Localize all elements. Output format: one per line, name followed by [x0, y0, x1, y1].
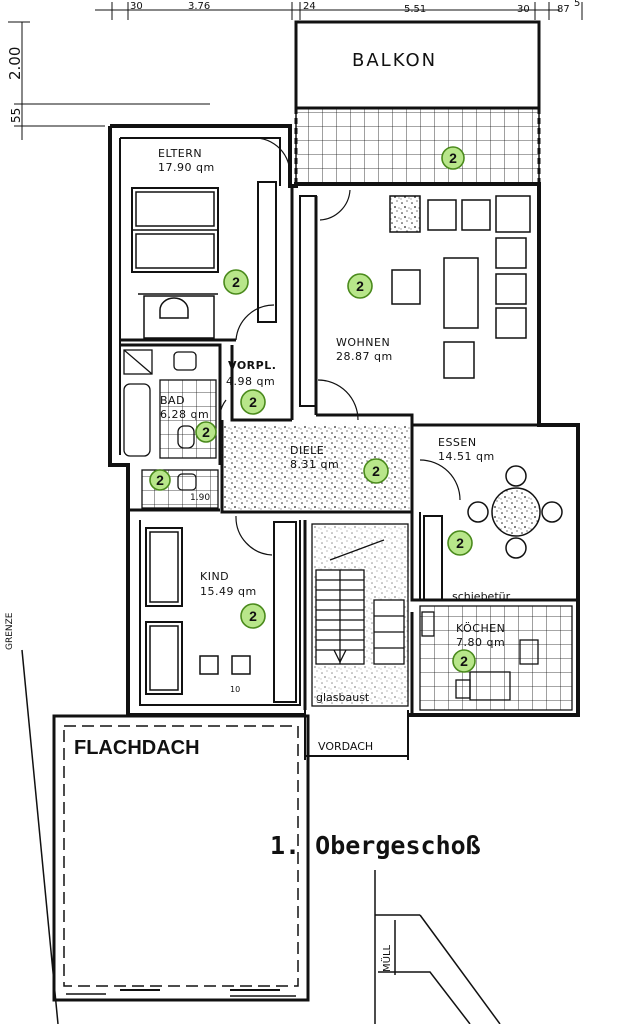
marker-vorpl: 2 — [240, 389, 266, 415]
kochen-area: 7.80 qm — [456, 636, 505, 649]
floor-title: 1. Obergeschoß — [270, 831, 481, 860]
dim-30-right: 30 — [517, 4, 530, 15]
dim-55: 55 — [9, 108, 23, 123]
essen-area: 14.51 qm — [438, 450, 495, 463]
bad-area: 6.28 qm — [160, 408, 209, 421]
marker-diele: 2 — [363, 458, 389, 484]
eltern-furniture — [131, 181, 277, 339]
door-swings — [219, 137, 461, 556]
vordach-label: VORDACH — [318, 740, 373, 753]
marker-essen: 2 — [447, 530, 473, 556]
flachdach — [52, 714, 310, 1002]
svg-text:2: 2 — [456, 535, 464, 551]
svg-text:2: 2 — [232, 274, 240, 290]
kitchen-fixtures — [419, 605, 573, 711]
balkon-label: BALKON — [352, 50, 437, 71]
svg-text:2: 2 — [460, 653, 468, 669]
dim-30-left: 30 — [130, 1, 143, 12]
diele-area: 8.31 qm — [290, 458, 339, 471]
dim-1-90: 1.90 — [190, 493, 210, 503]
markers: 2 2 2 2 2 2 2 2 — [149, 146, 476, 673]
svg-text:2: 2 — [372, 463, 380, 479]
svg-text:2: 2 — [156, 472, 164, 488]
kochen-label: KÖCHEN — [456, 622, 505, 635]
balcony: BALKON — [294, 20, 541, 185]
marker-kochen: 2 — [452, 649, 476, 673]
wohnen-label: WOHNEN — [336, 336, 390, 349]
left-dimension-chain: 2.00 55 — [6, 21, 210, 140]
dim-10: 10 — [230, 685, 240, 694]
site-lines — [21, 649, 501, 1024]
marker-eltern: 2 — [223, 269, 249, 295]
kind-area: 15.49 qm — [200, 585, 257, 598]
svg-text:2: 2 — [202, 424, 210, 440]
mull-label: MÜLL — [380, 944, 393, 972]
svg-text:2: 2 — [356, 278, 364, 294]
dim-87: 87 — [557, 4, 570, 15]
vorpl-area: 4.98 qm — [226, 375, 275, 388]
stairwell — [311, 523, 409, 707]
svg-text:2: 2 — [249, 608, 257, 624]
marker-balkon: 2 — [441, 146, 465, 170]
schiebetur-label: schiebetür — [452, 590, 511, 603]
grenze-label: GRENZE — [5, 612, 15, 650]
glasbaust-label: glasbaust — [316, 691, 370, 704]
essen-furniture — [423, 465, 563, 601]
kind-furniture — [145, 521, 297, 703]
eltern-area: 17.90 qm — [158, 161, 215, 174]
diele-label: DIELE — [290, 444, 324, 457]
dim-5: 5 — [574, 0, 580, 9]
marker-wc: 2 — [149, 469, 171, 491]
eltern-label: ELTERN — [158, 147, 202, 160]
flachdach-label: FLACHDACH — [74, 737, 200, 759]
svg-text:2: 2 — [449, 150, 457, 166]
dim-3-76: 3.76 — [188, 1, 210, 12]
top-dimension-chain: 30 3.76 24 5.51 30 87 5 — [95, 0, 583, 20]
wohnen-area: 28.87 qm — [336, 350, 393, 363]
marker-wohnen: 2 — [347, 273, 373, 299]
bad-label: BAD — [160, 394, 185, 407]
svg-text:2: 2 — [249, 394, 257, 410]
marker-bad: 2 — [195, 421, 217, 443]
marker-kind: 2 — [240, 603, 266, 629]
dim-5-51: 5.51 — [404, 4, 426, 15]
kind-label: KIND — [200, 570, 229, 583]
dim-24: 24 — [303, 1, 316, 12]
vorpl-label: VORPL. — [228, 359, 276, 372]
room-labels: ELTERN 17.90 qm WOHNEN 28.87 qm VORPL. 4… — [5, 147, 511, 972]
essen-label: ESSEN — [438, 436, 477, 449]
dim-2-00: 2.00 — [6, 47, 24, 80]
wohnen-furniture — [299, 195, 531, 407]
